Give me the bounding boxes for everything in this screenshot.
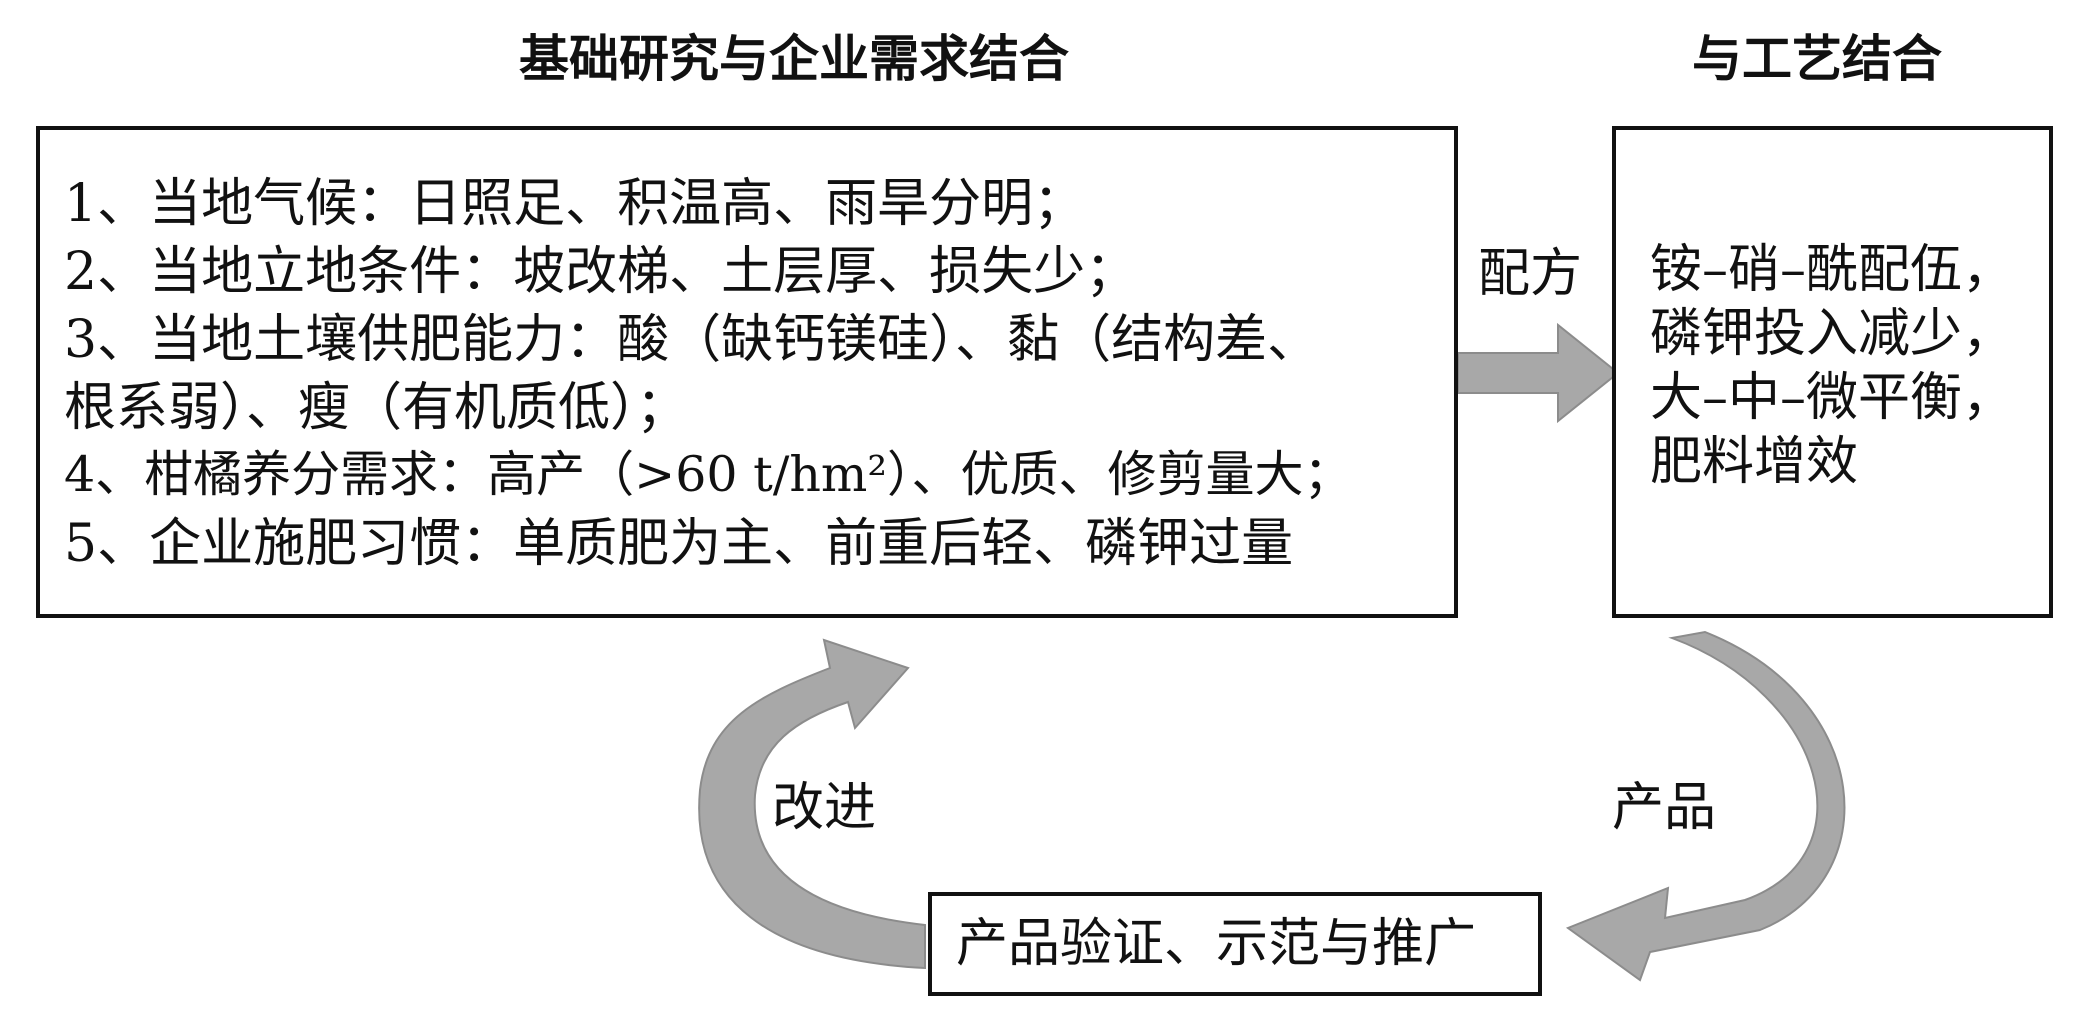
improve-label: 改进: [772, 778, 877, 838]
research-line-1: 1、当地气候：日照足、积温高、雨旱分明；: [64, 174, 1086, 234]
product-arrow: [1565, 630, 1846, 982]
process-line-2: 磷钾投入减少，: [1650, 304, 2015, 364]
heading-research: 基础研究与企业需求结合: [519, 30, 1069, 88]
process-box: [1612, 126, 2053, 618]
validation-box: [928, 892, 1542, 996]
validation-label: 产品验证、示范与推广: [956, 914, 1477, 974]
product-label: 产品: [1612, 778, 1717, 838]
process-line-1: 铵–硝–酰配伍，: [1650, 240, 2015, 300]
process-line-3: 大–中–微平衡，: [1650, 368, 2015, 428]
process-line-4: 肥料增效: [1650, 432, 1859, 492]
research-line-6: 5、企业施肥习惯：单质肥为主、前重后轻、磷钾过量: [64, 514, 1294, 574]
formula-label: 配方: [1478, 244, 1583, 304]
research-line-5: 4、柑橘养分需求：高产（>60 t/hm²）、优质、修剪量大；: [64, 446, 1353, 503]
research-box: [36, 126, 1458, 618]
research-line-3: 3、当地土壤供肥能力：酸（缺钙镁硅）、黏（结构差、: [64, 310, 1320, 370]
heading-process: 与工艺结合: [1692, 30, 1942, 88]
research-line-4: 根系弱）、瘦（有机质低）；: [64, 378, 689, 438]
research-line-2: 2、当地立地条件：坡改梯、土层厚、损失少；: [64, 242, 1138, 302]
improve-arrow: [698, 638, 926, 970]
formula-arrow: [1457, 322, 1620, 424]
